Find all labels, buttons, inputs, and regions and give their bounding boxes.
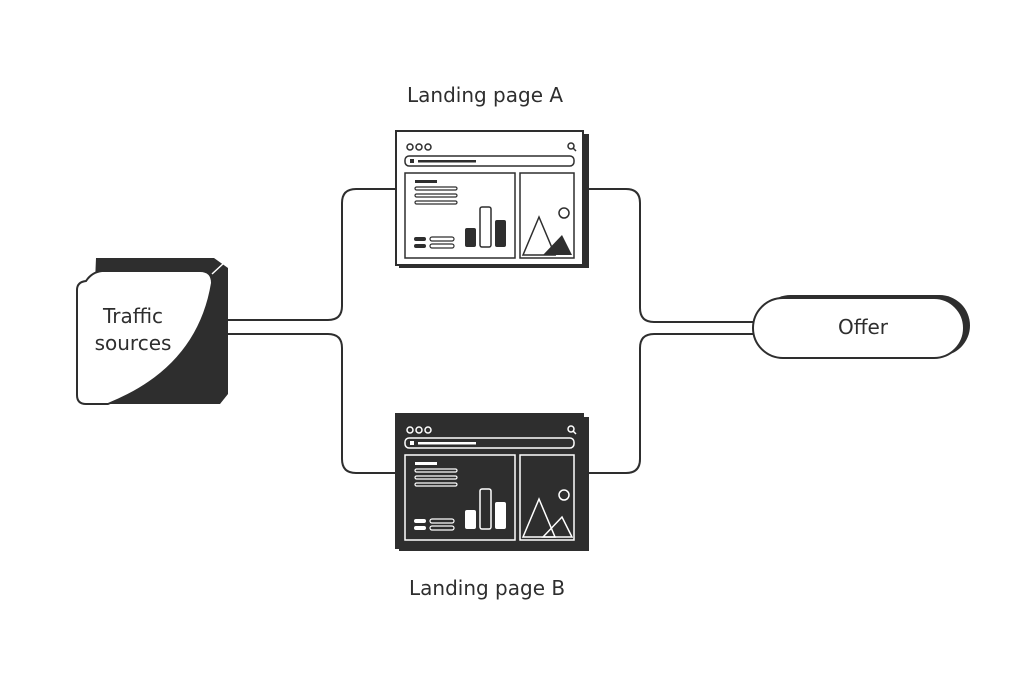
bar-chart-icon: [465, 206, 506, 248]
search-icon: [567, 142, 577, 152]
traffic-sources-line-2: sources: [94, 331, 172, 355]
traffic-sources-label: Traffic sources: [88, 303, 178, 357]
window-controls: [406, 143, 432, 151]
landing-page-b-label: Landing page B: [409, 576, 566, 600]
edge-landing-a-to-offer: [586, 188, 756, 323]
window-controls: [406, 426, 432, 434]
image-placeholder-icon: [521, 489, 574, 538]
traffic-sources-line-1: Traffic: [102, 304, 164, 328]
offer-node: [752, 295, 970, 359]
landing-page-a-label: Landing page A: [407, 83, 564, 107]
bar-chart-icon: [465, 488, 506, 530]
edge-traffic-to-landing-b: [228, 333, 396, 474]
offer-label: Offer: [837, 315, 889, 339]
edge-landing-b-to-offer: [586, 333, 756, 474]
traffic-sources-node: [76, 258, 228, 405]
landing-page-a-browser: [395, 130, 589, 268]
search-icon: [567, 425, 577, 435]
edge-traffic-to-landing-a: [228, 188, 396, 321]
image-placeholder-icon: [521, 207, 572, 256]
connectors: [228, 188, 756, 474]
landing-page-b-browser: [395, 413, 589, 551]
